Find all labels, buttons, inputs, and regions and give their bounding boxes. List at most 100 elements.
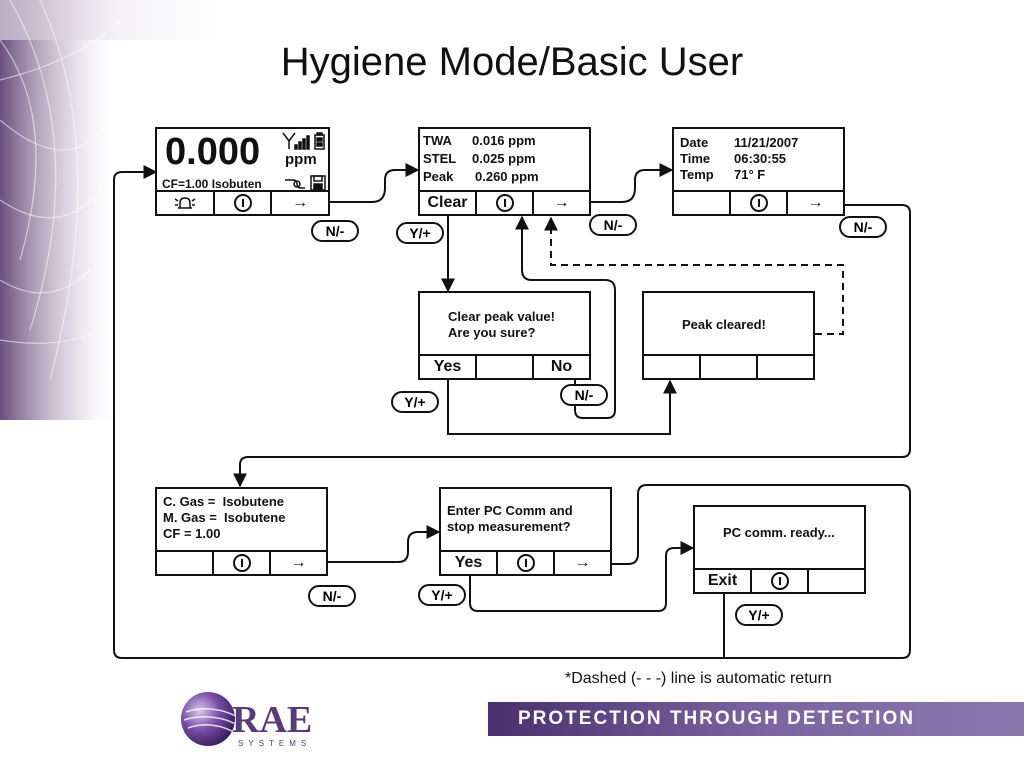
- tagline-banner: PROTECTION THROUGH DETECTION: [488, 702, 1024, 736]
- power-icon: [232, 554, 251, 572]
- logo-sub: SYSTEMS: [238, 739, 311, 748]
- softkeys-main: →: [157, 190, 328, 214]
- peak-cleared-text: Peak cleared!: [682, 317, 766, 332]
- power-icon: [233, 194, 252, 212]
- signal-battery-icon: [282, 132, 325, 150]
- arrow-loop-to-main: [113, 165, 911, 659]
- softkeys-peak-cleared: [644, 354, 813, 378]
- softkeys-datetime: →: [674, 190, 843, 214]
- arrow-right-icon: →: [807, 194, 824, 211]
- peak-value: 0.260 ppm: [475, 169, 539, 184]
- stel-value: 0.025 ppm: [472, 151, 536, 166]
- cf-value-line: CF = 1.00: [163, 526, 221, 541]
- c-gas-line: C. Gas = Isobutene: [163, 494, 285, 509]
- confirm-line2: Are you sure?: [448, 325, 536, 340]
- softkey-no[interactable]: No: [532, 356, 589, 378]
- softkey-power[interactable]: [750, 570, 807, 592]
- m-gas-line: M. Gas = Isobutene: [163, 510, 286, 525]
- softkey-power[interactable]: [212, 552, 269, 574]
- y-button[interactable]: Y/+: [418, 584, 466, 606]
- y-button[interactable]: Y/+: [391, 391, 439, 413]
- screen-clear-confirm: Clear peak value! Are you sure? Yes No: [418, 291, 591, 380]
- page-title: Hygiene Mode/Basic User: [280, 40, 744, 84]
- softkey-power[interactable]: [212, 192, 271, 214]
- softkey-next[interactable]: →: [532, 192, 589, 214]
- softkeys-gas: →: [157, 550, 326, 574]
- softkey-next[interactable]: →: [269, 552, 326, 574]
- softkey-blank-2[interactable]: [699, 356, 756, 378]
- arrow-gas-to-pc-comm: [327, 525, 441, 563]
- date-value: 11/21/2007: [734, 135, 799, 150]
- softkey-power[interactable]: [729, 192, 786, 214]
- screen-date-time: Date 11/21/2007 Time 06:30:55 Temp 71° F…: [672, 127, 845, 216]
- softkey-power[interactable]: [496, 552, 553, 574]
- stel-label: STEL: [423, 151, 457, 166]
- softkey-next[interactable]: →: [270, 192, 328, 214]
- arrow-datetime-to-gas: [233, 204, 911, 488]
- softkeys-pc-comm: Yes →: [441, 550, 610, 574]
- pc-comm-line2: stop measurement?: [447, 519, 571, 534]
- n-button[interactable]: N/-: [308, 585, 356, 607]
- softkey-power[interactable]: [475, 192, 532, 214]
- logo-orb-icon: [181, 692, 235, 746]
- screen-pc-comm: Enter PC Comm and stop measurement? Yes …: [439, 487, 612, 576]
- arrow-right-icon: →: [574, 554, 591, 571]
- softkey-blank-3[interactable]: [756, 356, 813, 378]
- screen-peak-cleared: Peak cleared!: [642, 291, 815, 380]
- arrow-main-to-twa: [330, 163, 420, 203]
- softkey-clear[interactable]: Clear: [427, 194, 468, 211]
- cf-line: CF=1.00 Isobuten: [162, 177, 262, 191]
- confirm-line1: Clear peak value!: [448, 309, 555, 324]
- softkey-next[interactable]: →: [786, 192, 843, 214]
- y-button[interactable]: Y/+: [735, 604, 783, 626]
- n-button[interactable]: N/-: [839, 216, 887, 238]
- peak-label: Peak: [423, 169, 454, 184]
- arrow-right-icon: →: [290, 554, 307, 571]
- n-button[interactable]: N/-: [589, 214, 637, 236]
- screen-gas-info: C. Gas = Isobutene M. Gas = Isobutene CF…: [155, 487, 328, 576]
- unit-label: ppm: [285, 151, 317, 168]
- twa-value: 0.016 ppm: [472, 133, 536, 148]
- arrow-right-icon: →: [553, 194, 570, 211]
- softkeys-twa: Clear →: [420, 190, 589, 214]
- softkey-blank-1[interactable]: [644, 356, 699, 378]
- temp-value: 71° F: [734, 167, 766, 182]
- softkey-yes[interactable]: Yes: [454, 554, 483, 571]
- pc-ready-text: PC comm. ready...: [723, 525, 835, 540]
- softkey-blank[interactable]: [475, 356, 532, 378]
- softkey-exit[interactable]: Exit: [707, 572, 738, 589]
- softkey-alarm[interactable]: [157, 192, 213, 214]
- logo-name: RAE: [232, 699, 312, 741]
- dashed-auto-return: [544, 216, 844, 335]
- arrow-right-icon: →: [292, 194, 309, 211]
- power-icon: [749, 194, 768, 212]
- arrow-yes-to-pc-ready: [469, 541, 695, 612]
- softkey-blank[interactable]: [157, 552, 212, 574]
- screen-pc-ready: PC comm. ready... Exit: [693, 505, 866, 594]
- y-button[interactable]: Y/+: [396, 222, 444, 244]
- softkeys-pc-ready: Exit: [695, 568, 864, 592]
- reading-value: 0.000: [165, 131, 261, 173]
- n-button[interactable]: N/-: [560, 384, 608, 406]
- temp-label: Temp: [680, 167, 714, 182]
- softkey-next[interactable]: →: [553, 552, 610, 574]
- time-value: 06:30:55: [734, 151, 787, 166]
- screen-twa-stel-peak: TWA 0.016 ppm STEL 0.025 ppm Peak 0.260 …: [418, 127, 591, 216]
- n-button[interactable]: N/-: [311, 220, 359, 242]
- alarm-bell-icon: [174, 197, 196, 209]
- arrow-yes-to-peak-cleared: [447, 378, 677, 435]
- rae-logo: RAE SYSTEMS: [181, 692, 312, 748]
- power-icon: [770, 572, 789, 590]
- arrow-no-to-twa: [515, 215, 616, 419]
- softkey-blank[interactable]: [674, 192, 729, 214]
- dashed-line-note: *Dashed (- - -) line is automatic return: [565, 670, 832, 687]
- power-icon: [516, 554, 535, 572]
- screen-main-reading: 0.000 ppm CF=1.00 Isobuten →: [155, 127, 330, 216]
- softkeys-confirm: Yes No: [420, 354, 589, 378]
- pc-comm-line1: Enter PC Comm and: [447, 503, 573, 518]
- softkey-yes[interactable]: Yes: [433, 358, 462, 375]
- softkey-blank[interactable]: [807, 570, 864, 592]
- arrow-twa-to-datetime: [590, 163, 674, 203]
